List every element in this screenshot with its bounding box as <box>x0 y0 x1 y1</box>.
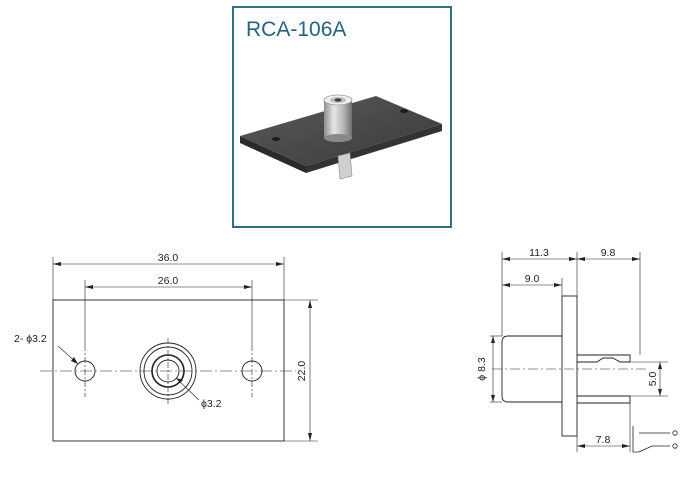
side-flange <box>561 295 578 437</box>
product-photo <box>240 94 442 180</box>
dim-side-terminal: 9.8 <box>601 247 616 259</box>
mount-hole-right <box>400 109 408 113</box>
jack-schematic-symbol <box>632 426 639 453</box>
product-photo-frame: RCA-106A <box>232 6 452 228</box>
front-mount-hole-left <box>74 360 96 382</box>
dim-center-hole: ϕ3.2 <box>201 398 222 410</box>
rca-jack-body <box>324 100 352 138</box>
mount-hole-left <box>272 137 280 141</box>
rca-jack-center <box>334 98 342 102</box>
dim-plate-height: 22.0 <box>296 361 308 382</box>
solder-lug <box>337 152 353 180</box>
front-mount-hole-right <box>241 360 263 382</box>
front-plate-outline <box>52 299 285 442</box>
dim-side-body: 9.0 <box>525 273 540 285</box>
front-jack-outer <box>139 342 197 400</box>
model-title: RCA-106A <box>246 18 347 41</box>
dim-side-diameter: ϕ 8.3 <box>476 357 488 381</box>
dim-mount-hole: 2- ϕ3.2 <box>14 333 47 345</box>
dim-hole-spacing: 26.0 <box>158 275 179 287</box>
dim-terminal-length: 7.8 <box>596 434 611 446</box>
side-terminal-lower <box>577 395 631 404</box>
dim-terminal-offset: 5.0 <box>647 372 659 387</box>
side-terminal-upper <box>577 354 631 363</box>
dim-side-overall: 11.3 <box>529 247 549 259</box>
dim-plate-width: 36.0 <box>158 252 179 264</box>
